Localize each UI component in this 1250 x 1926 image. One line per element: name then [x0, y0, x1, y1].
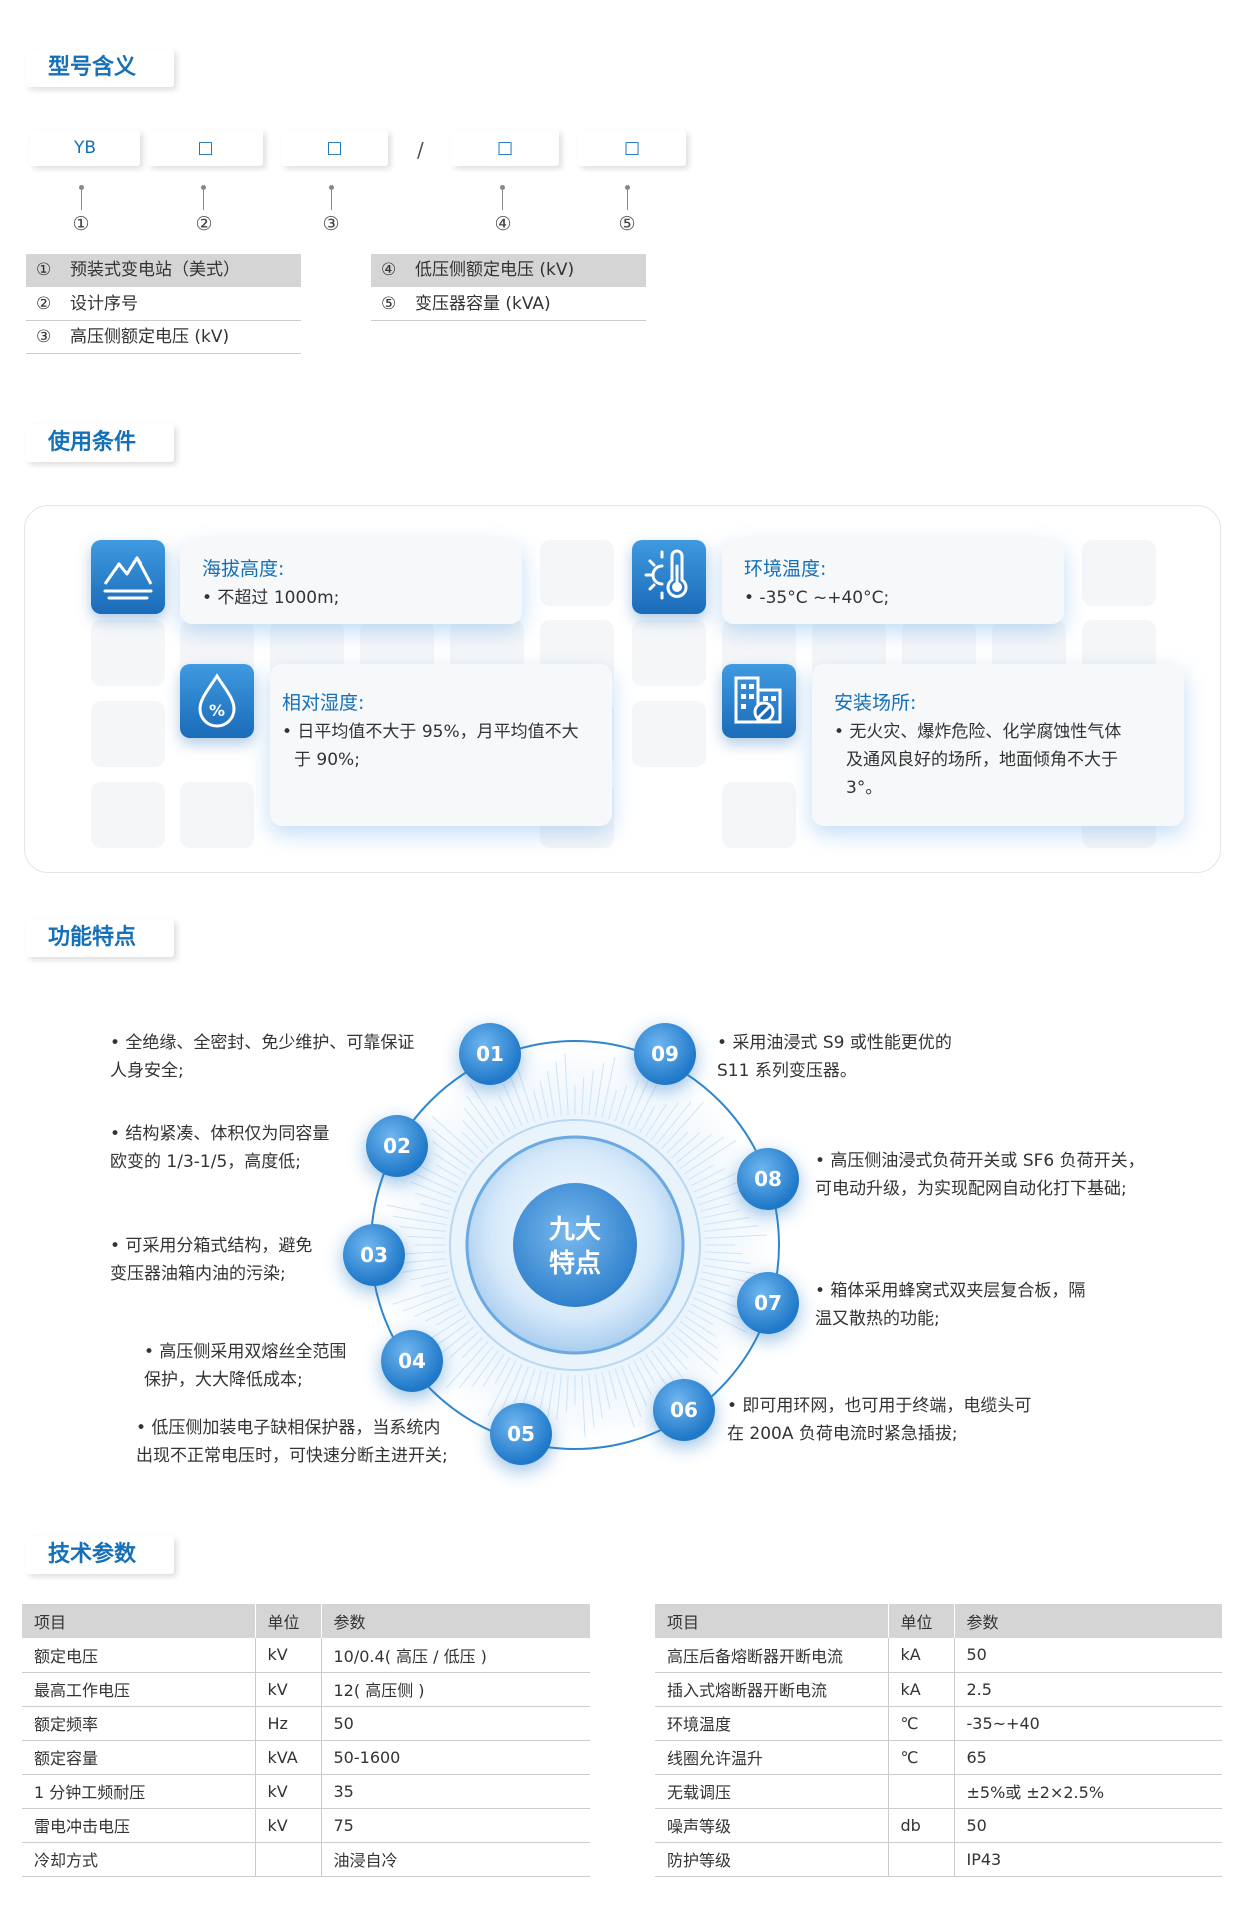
marker-4: ④ [494, 213, 512, 235]
code-box-4: □ [451, 130, 559, 166]
table-header-row: 项目 单位 参数 [655, 1604, 1222, 1638]
pointer-line [326, 185, 337, 211]
altitude-card: 海拔高度: • 不超过 1000m; [180, 540, 522, 624]
table-row: 环境温度℃-35~+40 [655, 1706, 1222, 1741]
marker-1: ① [72, 213, 90, 235]
code-slash: / [417, 138, 424, 162]
feature-text-08: • 高压侧油浸式负荷开关或 SF6 负荷开关，可电动升级，为实现配网自动化打下基… [815, 1151, 1145, 1199]
column-header: 项目 [655, 1604, 888, 1638]
humidity-title: 相对湿度: [282, 692, 365, 714]
temperature-title: 环境温度: [744, 558, 827, 580]
droplet-percent-icon: % [180, 664, 254, 738]
feature-text-04: • 高压侧采用双熔丝全范围保护，大大降低成本; [144, 1342, 347, 1390]
marker-5: ⑤ [618, 213, 636, 235]
feature-text-05: • 低压侧加装电子缺相保护器，当系统内出现不正常电压时，可快速分断主进开关; [136, 1418, 448, 1466]
column-header: 项目 [22, 1604, 255, 1638]
table-row: 无载调压±5%或 ±2×2.5% [655, 1774, 1222, 1809]
feature-text-07: • 箱体采用蜂窝式双夹层复合板，隔温又散热的功能; [815, 1281, 1086, 1329]
section-title-conditions: 使用条件 [26, 424, 174, 462]
marker-2: ② [195, 213, 213, 235]
features-wheel: 九大 特点 [370, 1040, 780, 1450]
temperature-text: • -35°C ~+40°C; [744, 588, 890, 608]
svg-text:%: % [209, 701, 225, 720]
feature-number-07: 07 [737, 1272, 799, 1334]
section-title-model: 型号含义 [26, 49, 174, 87]
table-row: 防护等级 IP43 [655, 1842, 1222, 1877]
location-card: 安装场所: • 无火灾、爆炸危险、化学腐蚀性气体 及通风良好的场所，地面倾角不大… [812, 664, 1184, 826]
altitude-title: 海拔高度: [202, 558, 285, 580]
humidity-text-2: 于 90%; [294, 750, 360, 770]
feature-number-03: 03 [343, 1224, 405, 1286]
pointer-line [76, 185, 87, 211]
center-label-1: 九大 [548, 1215, 601, 1245]
mountain-icon [91, 540, 165, 614]
code-box-yb: YB [30, 130, 140, 166]
location-text-2: 及通风良好的场所，地面倾角不大于 [846, 750, 1118, 770]
marker-3: ③ [322, 213, 340, 235]
location-title: 安装场所: [834, 692, 917, 714]
table-row: 线圈允许温升℃ 65 [655, 1740, 1222, 1775]
temperature-card: 环境温度: • -35°C ~+40°C; [722, 540, 1064, 624]
code-box-5: □ [578, 130, 686, 166]
section-title-features: 功能特点 [26, 919, 174, 957]
building-tool-icon [722, 664, 796, 738]
feature-text-06: • 即可用环网，也可用于终端，电缆头可在 200A 负荷电流时紧急插拔; [727, 1396, 1032, 1444]
pointer-line [497, 185, 508, 211]
table-header-row: 项目 单位 参数 [22, 1604, 590, 1638]
thermometer-sun-icon [632, 540, 706, 614]
feature-number-08: 08 [737, 1148, 799, 1210]
pointer-line [622, 185, 633, 211]
section-title-params: 技术参数 [26, 1536, 174, 1574]
feature-number-02: 02 [366, 1115, 428, 1177]
code-box-3: □ [281, 130, 388, 166]
column-header: 单位 [254, 1604, 321, 1638]
column-header: 参数 [320, 1604, 590, 1638]
feature-number-06: 06 [653, 1379, 715, 1441]
center-label-2: 特点 [549, 1248, 601, 1279]
humidity-card: 相对湿度: • 日平均值不大于 95%，月平均值不大 于 90%; [270, 664, 612, 826]
feature-number-05: 05 [490, 1403, 552, 1465]
humidity-text-1: • 日平均值不大于 95%，月平均值不大 [282, 722, 579, 742]
location-text-1: • 无火灾、爆炸危险、化学腐蚀性气体 [834, 722, 1122, 742]
feature-text-02: • 结构紧凑、体积仅为同容量欧变的 1/3-1/5，高度低; [110, 1124, 330, 1172]
feature-text-01: • 全绝缘、全密封、免少维护、可靠保证人身安全; [110, 1033, 415, 1081]
code-box-2: □ [148, 130, 263, 166]
column-header: 参数 [953, 1604, 1222, 1638]
feature-number-09: 09 [634, 1023, 696, 1085]
pointer-line [198, 185, 209, 211]
feature-number-01: 01 [459, 1023, 521, 1085]
feature-number-04: 04 [381, 1330, 443, 1392]
conditions-panel: 海拔高度: • 不超过 1000m; 环境温度: • -35°C ~+40°C;… [24, 505, 1221, 873]
location-text-3: 3°。 [846, 778, 883, 798]
column-header: 单位 [887, 1604, 954, 1638]
table-row: 冷却方式油浸自冷 [22, 1842, 590, 1877]
altitude-text: • 不超过 1000m; [202, 588, 340, 608]
feature-text-03: • 可采用分箱式结构，避免变压器油箱内油的污染; [110, 1236, 313, 1284]
